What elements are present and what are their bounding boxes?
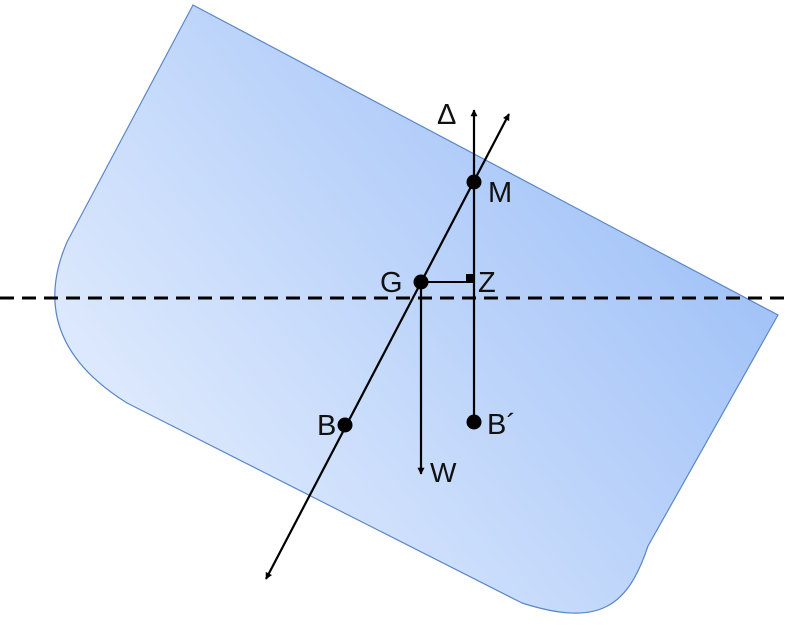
center-of-gravity-point	[413, 274, 429, 290]
gravity-label: G	[380, 267, 403, 299]
buoyancy-shifted-point	[466, 414, 482, 430]
ship-hull	[54, 4, 779, 614]
buoyancy-original-point	[337, 417, 353, 433]
displacement-label: Δ	[437, 99, 456, 131]
z-point-label: Z	[478, 267, 496, 299]
buoyancy-original-label: B	[317, 410, 336, 442]
buoyancy-shifted-label: B´	[487, 409, 516, 441]
metacenter-label: M	[488, 177, 512, 209]
right-angle-icon	[466, 274, 474, 282]
centerline-axis-arrow	[265, 113, 510, 580]
weight-label: W	[430, 457, 457, 488]
metacenter-point	[466, 174, 482, 190]
